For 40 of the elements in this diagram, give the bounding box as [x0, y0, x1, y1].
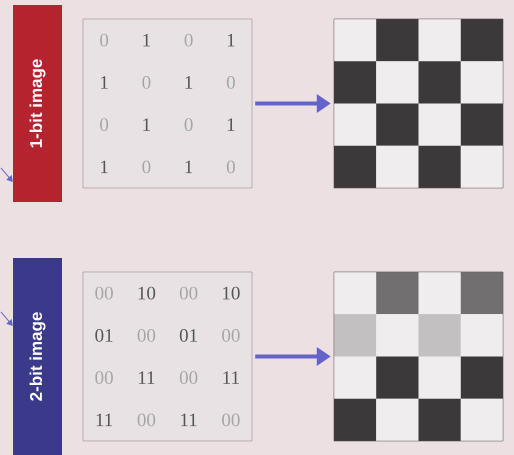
arrow — [0, 311, 13, 326]
grid-cell: 1 — [228, 34, 235, 46]
grid-cell: 00 — [138, 328, 156, 342]
grid-cell: 00 — [138, 413, 156, 426]
grid-cell: 00 — [95, 371, 113, 384]
grid-cell: 0 — [142, 76, 150, 89]
grid-cell: 11 — [96, 414, 112, 426]
arrow — [0, 168, 13, 182]
grid-cell: 1 — [228, 118, 235, 131]
grid-cell: 00 — [180, 286, 198, 300]
pixel-grid — [334, 18, 504, 188]
grid-cell: 0 — [226, 160, 235, 174]
grid-cell: 1 — [143, 118, 150, 131]
grid-cell: 1 — [186, 160, 192, 174]
grid-cell: 0 — [100, 118, 108, 131]
grid-cell: 1 — [186, 76, 192, 89]
grid-cell: 00 — [180, 371, 198, 384]
grid-cell: 11 — [181, 414, 197, 426]
grid-cell: 1 — [101, 76, 108, 89]
grid-cell: 01 — [180, 328, 197, 342]
grid-cell: 10 — [223, 286, 240, 300]
grid-cell: 10 — [138, 286, 156, 300]
grid-cell: 01 — [95, 328, 112, 342]
label-box: 2-bit image — [13, 258, 62, 455]
grid-cell: 0 — [184, 34, 193, 46]
grid-cell: 0 — [142, 160, 150, 174]
number-grid — [82, 272, 252, 442]
grid-cell: 0 — [226, 76, 235, 89]
grid-cell: 0 — [100, 34, 108, 46]
grid-cell: 1 — [101, 160, 108, 174]
grid-cell: 11 — [138, 371, 154, 384]
grid-cell: 1 — [143, 34, 150, 46]
grid-cell: 00 — [95, 286, 113, 300]
grid-cell: 00 — [222, 328, 240, 342]
grid-cell: 11 — [223, 371, 239, 384]
grid-cell: 00 — [222, 413, 240, 426]
pixel-grid — [334, 272, 504, 442]
label-box: 1-bit image — [13, 5, 62, 202]
number-grid — [82, 18, 252, 188]
grid-cell: 0 — [184, 118, 193, 131]
